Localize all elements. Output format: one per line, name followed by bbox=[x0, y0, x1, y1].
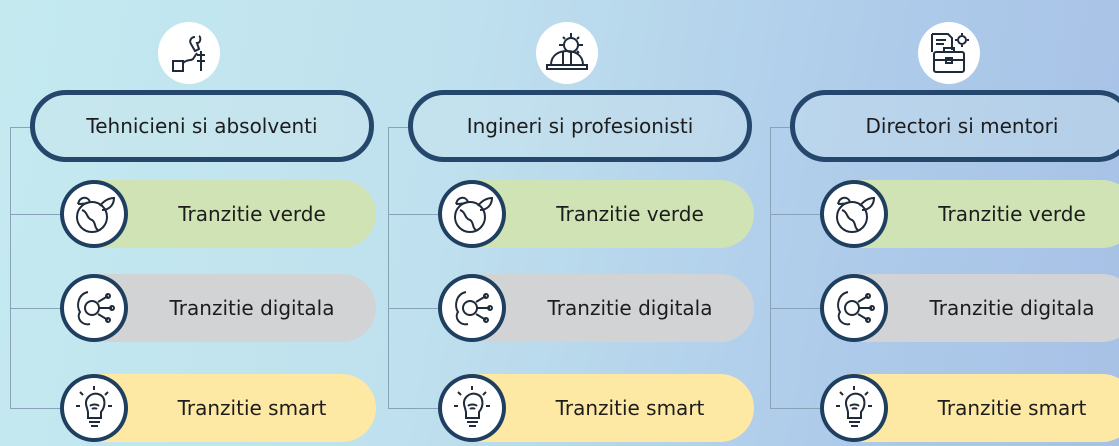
smart-bulb-icon bbox=[820, 374, 888, 442]
item-label: Tranzitie digitala bbox=[466, 274, 754, 342]
item-label: Tranzitie verde bbox=[848, 180, 1119, 248]
digital-circuit-brain-icon bbox=[438, 274, 506, 342]
connector-branch bbox=[388, 308, 440, 309]
connector-branch bbox=[10, 308, 62, 309]
item-label: Tranzitie digitala bbox=[848, 274, 1119, 342]
column-header: Tehnicieni si absolventi bbox=[30, 90, 374, 162]
connector-branch bbox=[388, 408, 440, 409]
column-header: Ingineri si profesionisti bbox=[408, 90, 752, 162]
connector-branch bbox=[10, 127, 32, 128]
connector-line bbox=[10, 127, 11, 409]
item-label: Tranzitie smart bbox=[88, 374, 376, 442]
wrench-hand-icon bbox=[158, 22, 220, 84]
briefcase-document-icon bbox=[918, 22, 980, 84]
item-label: Tranzitie digitala bbox=[88, 274, 376, 342]
globe-leaf-icon bbox=[438, 180, 506, 248]
column-technicians: Tehnicieni si absolventi Tranzitie verde… bbox=[0, 0, 380, 446]
smart-bulb-icon bbox=[438, 374, 506, 442]
connector-branch bbox=[770, 408, 822, 409]
connector-branch bbox=[10, 214, 62, 215]
item-label: Tranzitie smart bbox=[848, 374, 1119, 442]
engineer-helmet-gear-icon bbox=[536, 22, 598, 84]
connector-branch bbox=[770, 214, 822, 215]
column-directors: Directori si mentori Tranzitie verde Tra… bbox=[760, 0, 1119, 446]
digital-circuit-brain-icon bbox=[60, 274, 128, 342]
column-engineers: Ingineri si profesionisti Tranzitie verd… bbox=[378, 0, 758, 446]
item-label: Tranzitie smart bbox=[466, 374, 754, 442]
digital-circuit-brain-icon bbox=[820, 274, 888, 342]
connector-branch bbox=[770, 308, 822, 309]
connector-line bbox=[770, 127, 771, 409]
item-label: Tranzitie verde bbox=[466, 180, 754, 248]
item-label: Tranzitie verde bbox=[88, 180, 376, 248]
globe-leaf-icon bbox=[820, 180, 888, 248]
connector-line bbox=[388, 127, 389, 409]
connector-branch bbox=[388, 214, 440, 215]
smart-bulb-icon bbox=[60, 374, 128, 442]
connector-branch bbox=[388, 127, 410, 128]
connector-branch bbox=[770, 127, 792, 128]
connector-branch bbox=[10, 408, 62, 409]
column-header: Directori si mentori bbox=[790, 90, 1119, 162]
globe-leaf-icon bbox=[60, 180, 128, 248]
